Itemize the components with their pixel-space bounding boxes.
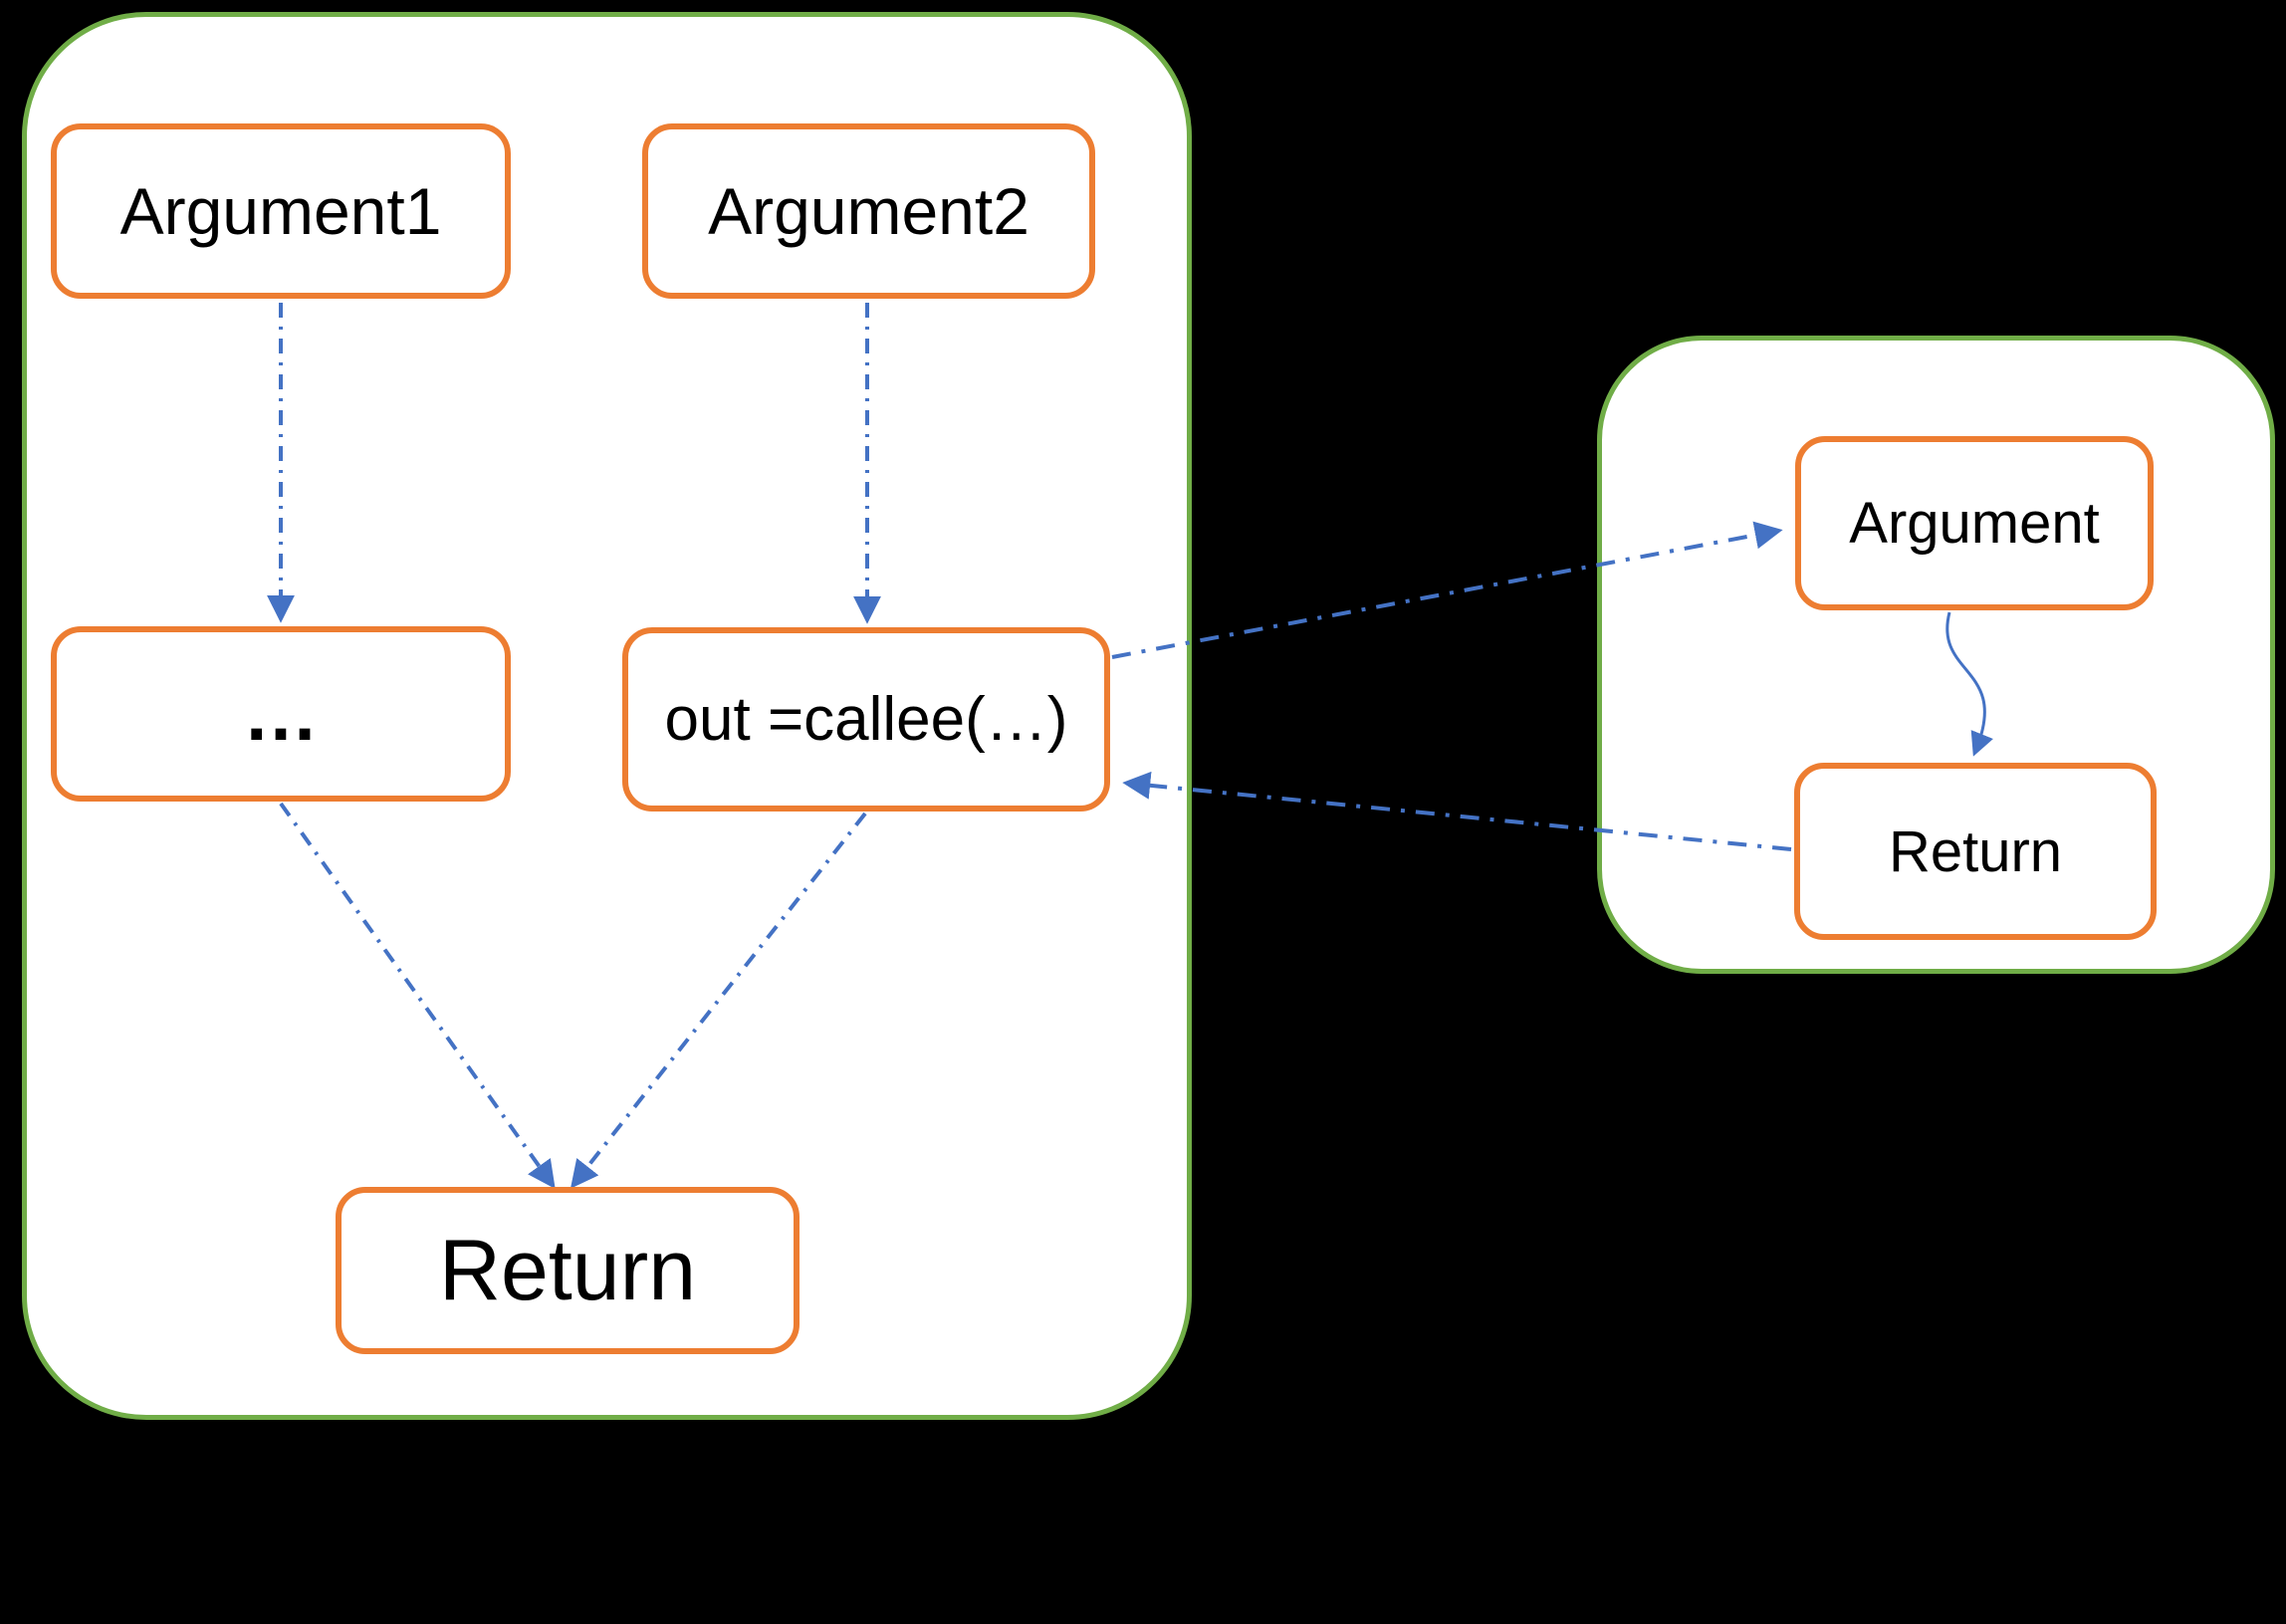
node-callee-return-label: Return (1888, 818, 2063, 884)
node-argument2-label: Argument2 (708, 174, 1029, 248)
node-callee-argument-label: Argument (1849, 491, 2100, 556)
node-callee-return: Return (1794, 763, 2157, 940)
node-argument2: Argument2 (642, 123, 1095, 299)
node-ellipsis: … (51, 626, 511, 802)
node-callee-call-label: out =callee(…) (664, 685, 1068, 754)
connector-callee-return-to-call (1122, 771, 1792, 851)
node-ellipsis-label: … (243, 671, 319, 757)
node-caller-return: Return (336, 1187, 800, 1354)
node-caller-return-label: Return (438, 1222, 697, 1318)
connector-callee-argument-to-callee-return (1945, 611, 1993, 757)
connector-ellipsis-to-return (279, 802, 556, 1189)
connector-call-to-return (570, 812, 867, 1189)
node-argument1: Argument1 (51, 123, 511, 299)
node-callee-call: out =callee(…) (622, 627, 1110, 812)
node-argument1-label: Argument1 (119, 174, 442, 248)
connector-call-to-callee-argument (1111, 521, 1783, 659)
node-callee-argument: Argument (1795, 436, 2154, 610)
